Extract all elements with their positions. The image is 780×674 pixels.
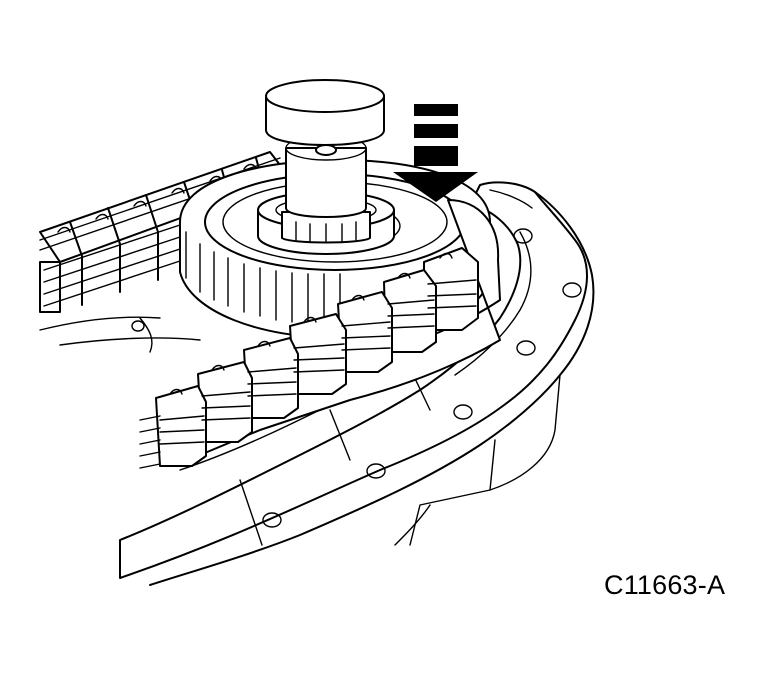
down-arrow-icon xyxy=(393,104,478,202)
housing-bolt-holes xyxy=(262,228,582,528)
bearing-installer-tool xyxy=(257,79,395,255)
figure-id-label: C11663-A xyxy=(604,570,726,600)
case-floor xyxy=(39,316,201,353)
drive-chain-front xyxy=(139,199,501,469)
